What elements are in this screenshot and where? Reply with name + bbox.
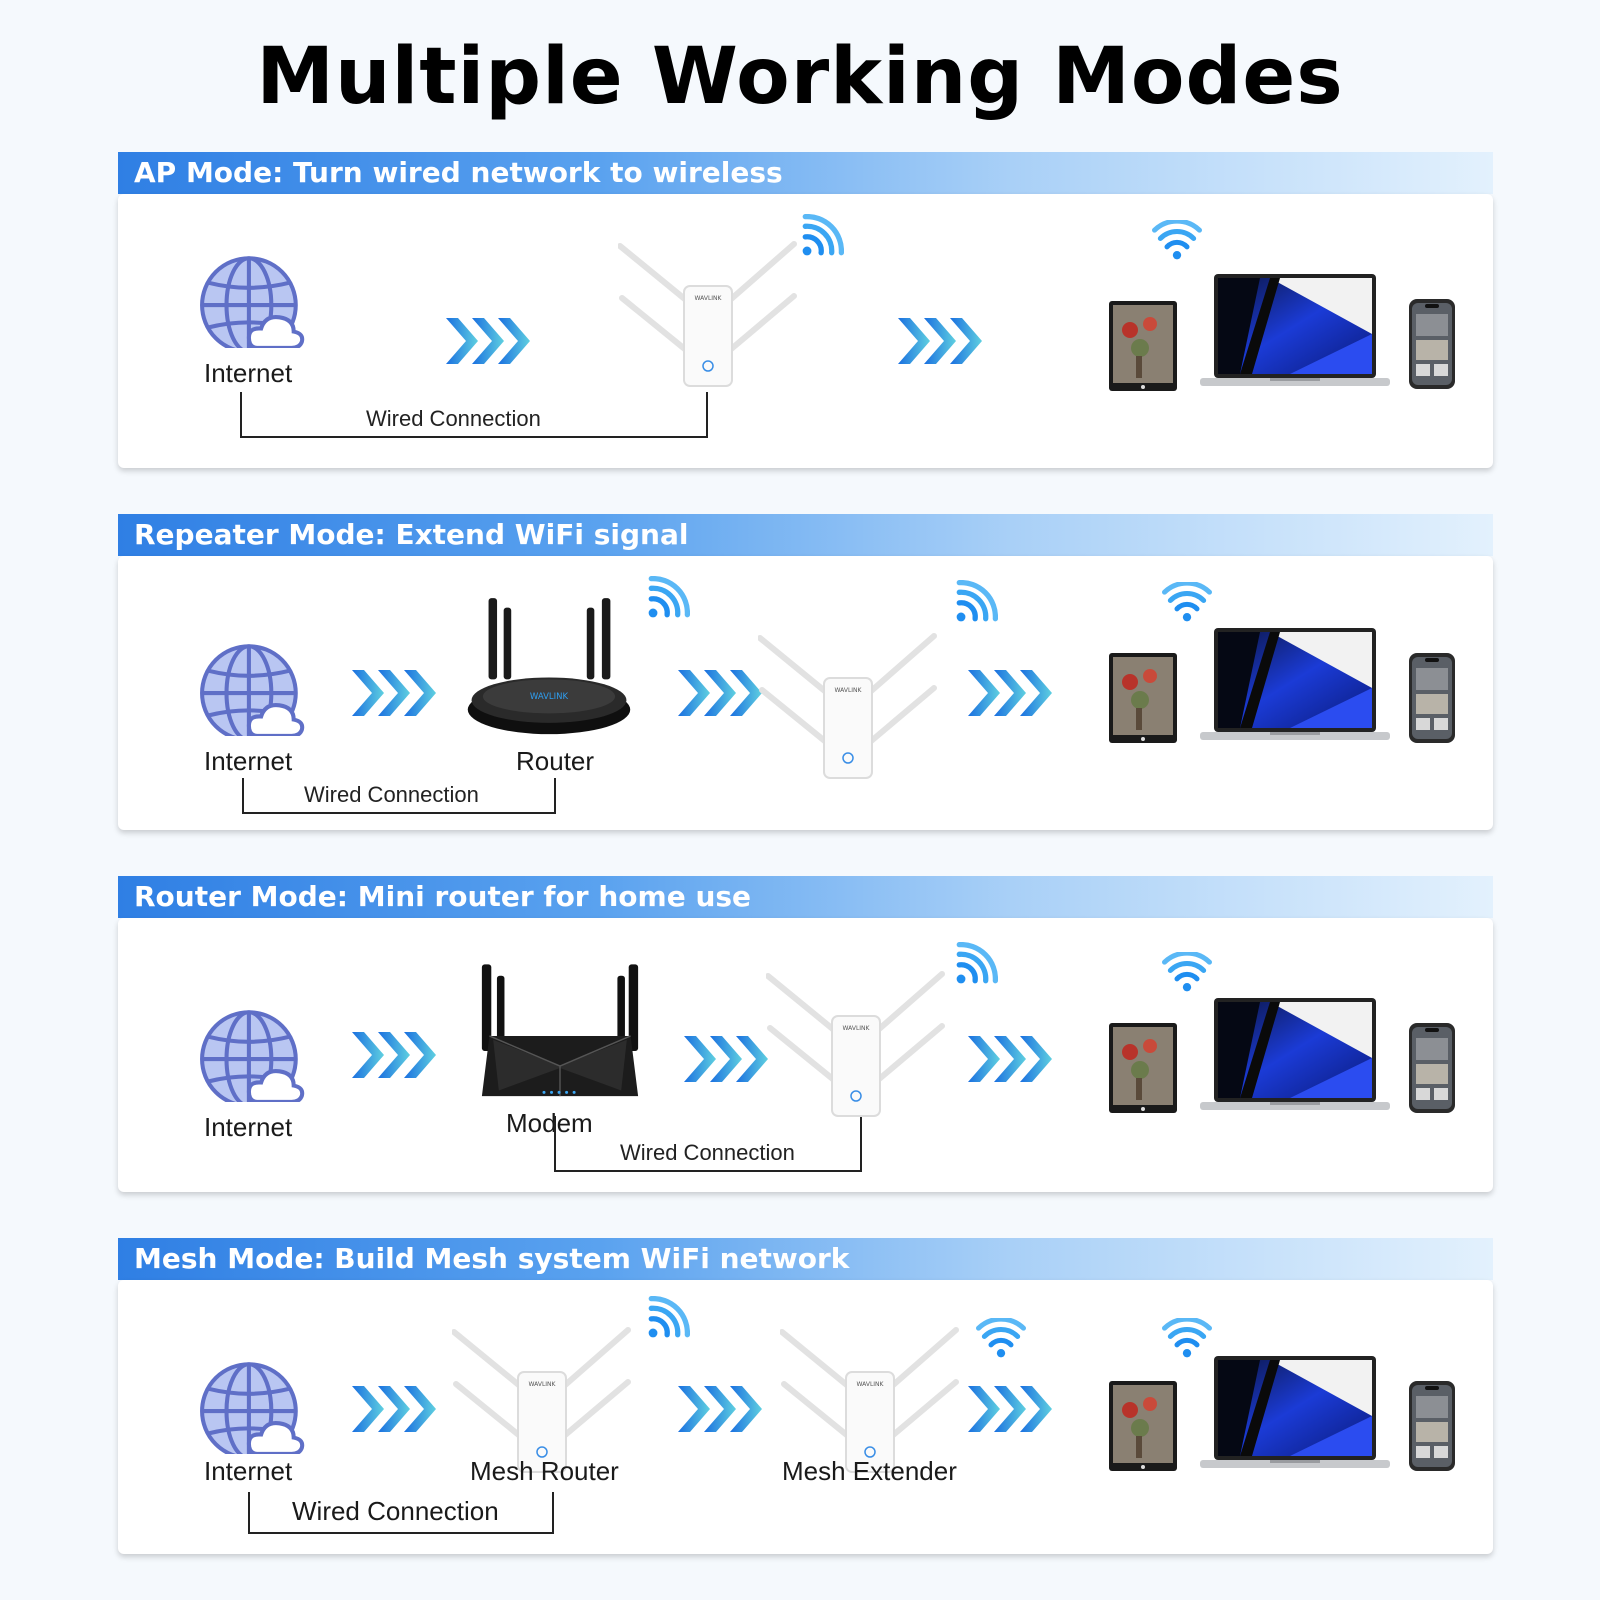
wifi-signal-icon	[646, 1296, 690, 1340]
router-label: Router	[516, 746, 595, 776]
wifi-signal-icon	[1152, 220, 1202, 262]
modem-router-icon	[480, 964, 640, 1106]
internet-label: Internet	[204, 1456, 293, 1486]
wifi-signal-icon	[954, 580, 998, 624]
triple-chevron-arrow-icon	[350, 1384, 440, 1434]
mesh-router-label: Mesh Router	[470, 1456, 619, 1486]
wifi-signal-icon	[646, 576, 690, 620]
tablet-icon	[1108, 652, 1178, 744]
triple-chevron-arrow-icon	[676, 668, 766, 718]
wifi-signal-icon	[1162, 1318, 1212, 1360]
wifi-signal-icon	[1162, 952, 1212, 994]
page-title: Multiple Working Modes	[256, 32, 1344, 122]
triple-chevron-arrow-icon	[896, 316, 986, 366]
globe-cloud-icon	[198, 1358, 310, 1454]
mesh-extender-label: Mesh Extender	[782, 1456, 957, 1486]
repeater-mode-card: Internet Router Wired Connection	[118, 556, 1493, 830]
router-icon	[464, 598, 634, 740]
laptop-icon	[1200, 1356, 1390, 1476]
wired-connection-bracket	[240, 392, 708, 438]
wired-connection-bracket	[554, 1116, 862, 1172]
wired-connection-label: Wired Connection	[618, 1140, 797, 1166]
globe-cloud-icon	[198, 252, 310, 348]
internet-label: Internet	[204, 1112, 293, 1142]
mesh-mode-card: Internet Wired Connection Mesh Router Me…	[118, 1280, 1493, 1554]
wifi-signal-icon	[800, 214, 844, 258]
ap-mode-heading: AP Mode: Turn wired network to wireless	[118, 152, 1493, 194]
mesh-mode-heading: Mesh Mode: Build Mesh system WiFi networ…	[118, 1238, 1493, 1280]
laptop-icon	[1200, 998, 1390, 1118]
triple-chevron-arrow-icon	[350, 668, 440, 718]
triple-chevron-arrow-icon	[966, 668, 1056, 718]
modem-label: Modem	[506, 1108, 593, 1138]
globe-cloud-icon	[198, 1006, 310, 1102]
triple-chevron-arrow-icon	[682, 1034, 772, 1084]
wired-connection-label: Wired Connection	[302, 782, 481, 808]
repeater-mode-heading: Repeater Mode: Extend WiFi signal	[118, 514, 1493, 556]
triple-chevron-arrow-icon	[676, 1384, 766, 1434]
extender-device-icon	[780, 1316, 960, 1476]
router-mode-card: Internet Modem Wired Connection	[118, 918, 1493, 1192]
phone-icon	[1408, 1380, 1456, 1472]
phone-icon	[1408, 1022, 1456, 1114]
wired-connection-bracket	[248, 1492, 554, 1534]
triple-chevron-arrow-icon	[444, 316, 534, 366]
phone-icon	[1408, 298, 1456, 390]
triple-chevron-arrow-icon	[966, 1384, 1056, 1434]
laptop-icon	[1200, 274, 1390, 394]
tablet-icon	[1108, 1380, 1178, 1472]
wifi-signal-icon	[976, 1318, 1026, 1360]
phone-icon	[1408, 652, 1456, 744]
extender-device-icon	[452, 1316, 632, 1476]
wired-connection-bracket	[242, 778, 556, 814]
wifi-signal-icon	[1162, 582, 1212, 624]
internet-label: Internet	[204, 358, 293, 388]
wired-connection-label: Wired Connection	[364, 406, 543, 432]
triple-chevron-arrow-icon	[350, 1030, 440, 1080]
extender-device-icon	[758, 622, 938, 782]
laptop-icon	[1200, 628, 1390, 748]
extender-device-icon	[618, 230, 798, 390]
internet-label: Internet	[204, 746, 293, 776]
tablet-icon	[1108, 300, 1178, 392]
tablet-icon	[1108, 1022, 1178, 1114]
wired-connection-label: Wired Connection	[290, 1496, 501, 1527]
globe-cloud-icon	[198, 640, 310, 736]
wifi-signal-icon	[954, 942, 998, 986]
router-mode-heading: Router Mode: Mini router for home use	[118, 876, 1493, 918]
triple-chevron-arrow-icon	[966, 1034, 1056, 1084]
ap-mode-card: Internet Wired Connection	[118, 194, 1493, 468]
extender-device-icon	[766, 960, 946, 1120]
